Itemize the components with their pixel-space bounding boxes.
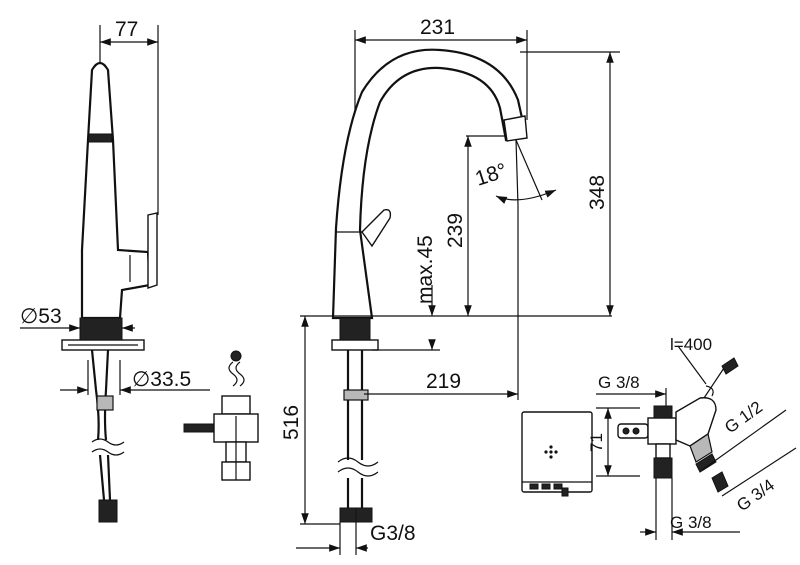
side-lever-handle xyxy=(147,212,158,289)
dim-d53-label: ∅53 xyxy=(20,305,62,328)
front-lever-handle xyxy=(361,208,392,248)
control-box xyxy=(521,411,593,497)
dim-g38-top-label: G 3/8 xyxy=(598,373,640,392)
dim-348-label: 348 xyxy=(586,175,609,210)
front-base-nut xyxy=(339,317,371,341)
side-hose-left xyxy=(90,349,100,441)
dim-516-label: 516 xyxy=(280,405,303,440)
side-hose-right xyxy=(103,349,110,441)
dim-g38-bottom-label: G3/8 xyxy=(370,522,416,545)
side-spout-ring xyxy=(87,133,113,143)
dim-18deg-label: 18° xyxy=(472,159,509,191)
dim-231-label: 231 xyxy=(420,16,455,39)
front-base-plate xyxy=(331,339,379,351)
side-view: 77 ∅53 ∅33.5 xyxy=(20,18,210,523)
side-hose-clip xyxy=(96,395,114,411)
dim-71-label: 71 xyxy=(587,433,606,452)
mounting-kit xyxy=(183,350,259,481)
dim-239-label: 239 xyxy=(444,213,467,248)
dim-g34-label: G 3/4 xyxy=(733,475,778,515)
solenoid-valve: G 3/8 71 l=400 G 1/2 G 3/4 xyxy=(587,335,797,540)
side-base-nut xyxy=(79,317,123,341)
dim-g38-right-label: G 3/8 xyxy=(670,513,712,532)
dim-d33-label: ∅33.5 xyxy=(132,368,191,391)
front-spout-outlet xyxy=(503,115,528,142)
dim-max45-label: max.45 xyxy=(414,235,437,304)
dim-g12-label: G 1/2 xyxy=(721,397,766,437)
dim-l400-label: l=400 xyxy=(670,335,712,354)
dim-219-label: 219 xyxy=(426,370,461,393)
side-hose-fitting xyxy=(98,499,118,523)
side-spout-body xyxy=(80,61,152,320)
dim-77-label: 77 xyxy=(115,18,138,41)
